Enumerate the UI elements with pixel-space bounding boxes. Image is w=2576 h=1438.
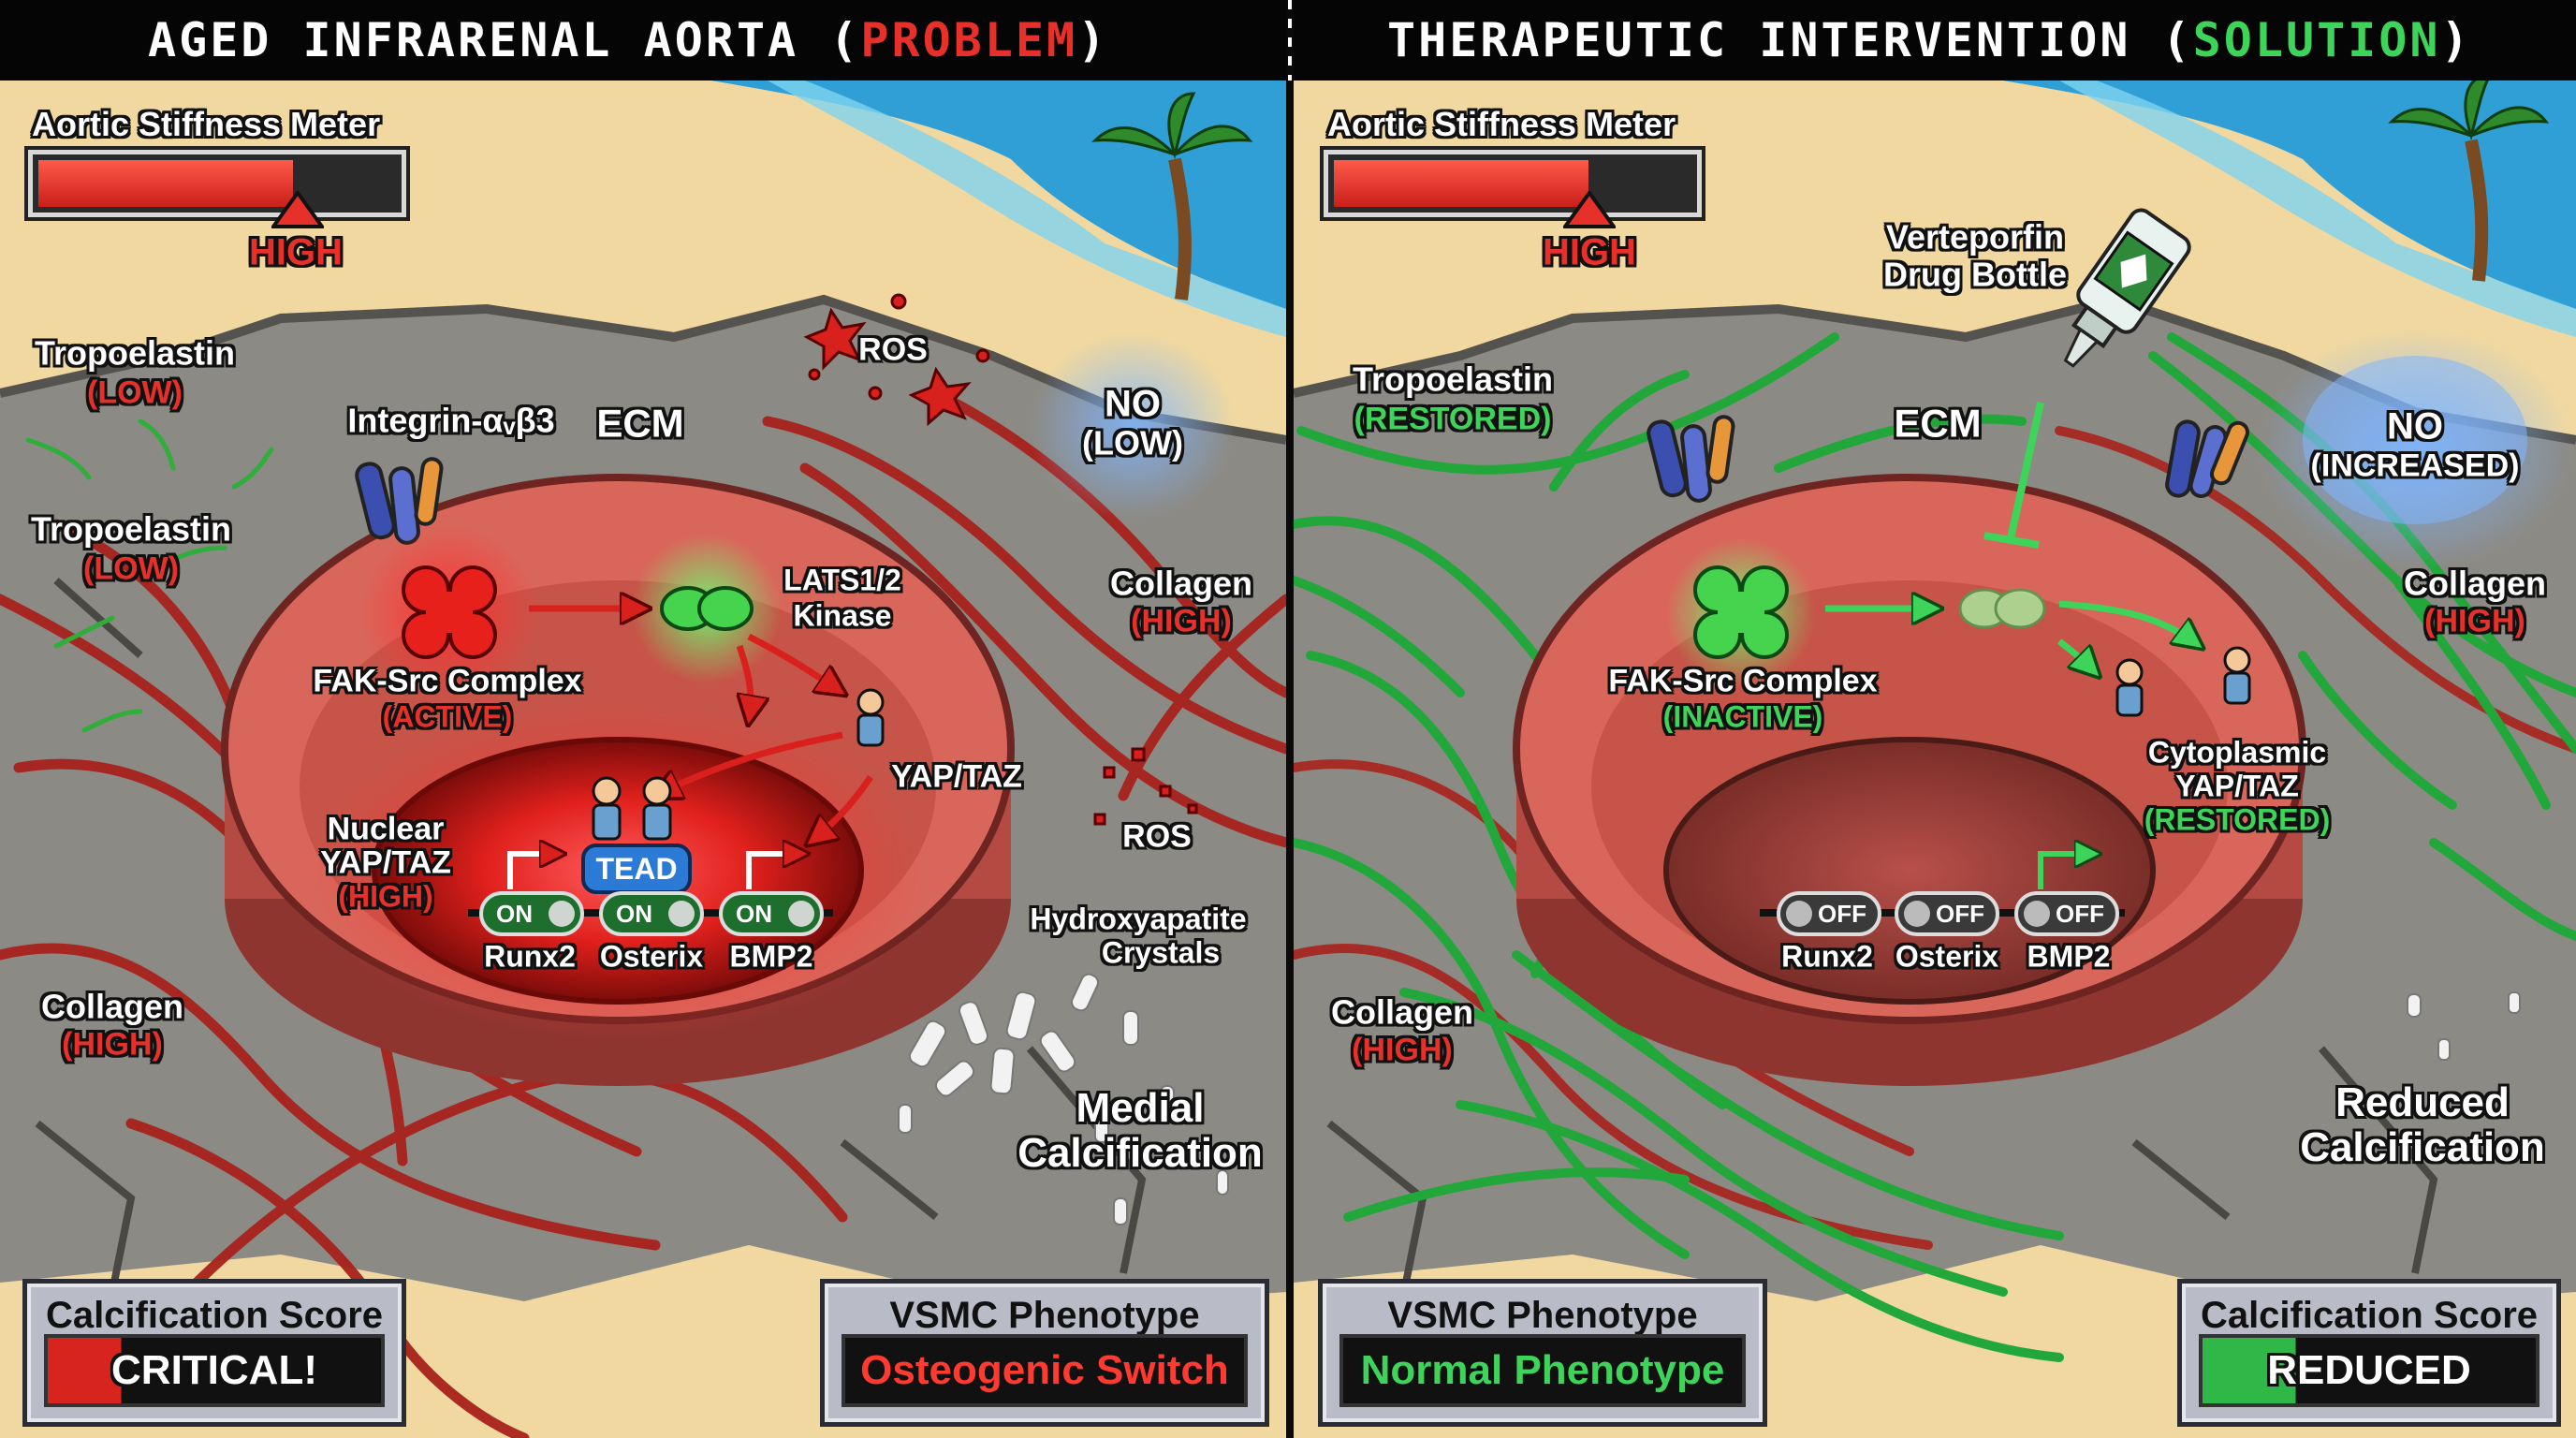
left-scene: [0, 81, 1286, 1438]
right-no-label: NO: [2387, 405, 2443, 448]
reduced-calcification-label-1: Reduced: [2335, 1079, 2510, 1126]
right-collagen-right-state: (HIGH): [2424, 603, 2525, 639]
palm-tree-left: [1091, 92, 1253, 301]
left-tropoelastin-1-state: (LOW): [87, 374, 183, 411]
right-collagen-left-state: (HIGH): [1352, 1032, 1453, 1068]
cytoplasmic-state: (RESTORED): [2144, 802, 2331, 837]
left-tropoelastin-2-label: Tropoelastin: [30, 509, 232, 549]
right-bmp2-toggle: OFF: [2014, 891, 2119, 936]
right-runx2-toggle: OFF: [1777, 891, 1881, 936]
left-tropoelastin-1-label: Tropoelastin: [34, 333, 236, 373]
right-score-value: REDUCED: [2267, 1347, 2471, 1393]
left-vsmc-phenotype-panel: VSMC Phenotype Osteogenic Switch: [820, 1279, 1269, 1427]
left-lats-label-1: LATS1/2: [783, 563, 901, 597]
left-runx2-label: Runx2: [484, 939, 576, 974]
right-tropoelastin-label: Tropoelastin: [1352, 360, 1554, 399]
left-tropoelastin-2-state: (LOW): [83, 550, 179, 587]
left-no-label: NO: [1105, 383, 1161, 425]
cytoplasmic-label-2: YAP/TAZ: [2175, 769, 2299, 803]
palm-tree-right: [2388, 81, 2550, 282]
right-osterix-toggle: OFF: [1895, 891, 1999, 936]
left-calcification-score-panel: Calcification Score CRITICAL!: [22, 1279, 406, 1427]
right-scene: [1294, 81, 2576, 1438]
left-title: AGED INFRARENAL AORTA (PROBLEM): [148, 13, 1109, 67]
left-integrin-label: Integrin-αᵥβ3: [347, 401, 555, 440]
right-vsmc-phenotype-panel: VSMC Phenotype Normal Phenotype: [1318, 1279, 1767, 1427]
drug-bottle: [2063, 208, 2191, 368]
right-stiffness-meter: [1324, 150, 1702, 217]
left-nuclear-state: (HIGH): [338, 879, 433, 914]
right-fak-state: (INACTIVE): [1662, 699, 1823, 734]
left-meter-pointer-icon: [271, 191, 324, 228]
right-stiffness-meter-title: Aortic Stiffness Meter: [1327, 105, 1676, 143]
left-yaptaz-label: YAP/TAZ: [891, 758, 1022, 795]
right-runx2-label: Runx2: [1781, 939, 1873, 974]
tead-box: TEAD: [581, 844, 692, 894]
left-collagen-right-state: (HIGH): [1131, 603, 1232, 639]
left-ecm-label: ECM: [596, 401, 684, 446]
right-phenotype-value: Normal Phenotype: [1339, 1334, 1746, 1407]
left-runx2-toggle: ON: [479, 891, 584, 936]
left-stiffness-meter: [28, 150, 406, 217]
left-phenotype-value: Osteogenic Switch: [842, 1334, 1248, 1407]
right-phenotype-title: VSMC Phenotype: [1387, 1295, 1698, 1336]
left-nuclear-label-2: YAP/TAZ: [320, 844, 451, 881]
hydroxyapatite-label-1: Hydroxyapatite: [1030, 902, 1247, 936]
medial-calcification-label-1: Medial: [1076, 1085, 1205, 1132]
medial-calcification-label-2: Calcification: [1017, 1130, 1263, 1177]
cytoplasmic-label-1: Cytoplasmic: [2147, 735, 2327, 770]
left-score-title: Calcification Score: [45, 1295, 384, 1336]
right-title: THERAPEUTIC INTERVENTION (SOLUTION): [1387, 13, 2472, 67]
left-score-value: CRITICAL!: [111, 1347, 317, 1393]
right-fak-label: FAK-Src Complex: [1608, 663, 1878, 699]
hydroxyapatite-label-2: Crystals: [1101, 935, 1221, 970]
left-ros-right-label: ROS: [1122, 818, 1192, 855]
left-collagen-left-state: (HIGH): [62, 1026, 163, 1063]
left-meter-level: HIGH: [249, 231, 343, 273]
right-calcification-score-panel: Calcification Score REDUCED: [2177, 1279, 2561, 1427]
left-ros-top-label: ROS: [858, 331, 928, 368]
right-stiffness-meter-fill: [1334, 160, 1588, 207]
right-no-state: (INCREASED): [2310, 448, 2520, 484]
drug-label-1: Verteporfin: [1885, 217, 2065, 257]
left-osterix-label: Osterix: [599, 939, 704, 974]
left-bmp2-toggle: ON: [719, 891, 824, 936]
right-meter-pointer-icon: [1563, 191, 1616, 228]
right-tropoelastin-state: (RESTORED): [1354, 401, 1552, 437]
right-meter-level: HIGH: [1543, 231, 1636, 273]
right-collagen-right-label: Collagen: [2403, 564, 2547, 603]
right-collagen-left-label: Collagen: [1330, 992, 1474, 1032]
left-no-state: (LOW): [1082, 423, 1183, 462]
left-phenotype-title: VSMC Phenotype: [889, 1295, 1200, 1336]
left-collagen-left-label: Collagen: [40, 987, 184, 1026]
reduced-calcification-label-2: Calcification: [2300, 1124, 2545, 1171]
left-bmp2-label: BMP2: [729, 939, 813, 974]
left-stiffness-meter-fill: [38, 160, 293, 207]
right-ecm-label: ECM: [1894, 401, 1982, 446]
right-bmp2-label: BMP2: [2027, 939, 2111, 974]
left-fak-state: (ACTIVE): [382, 699, 513, 734]
left-nuclear-label-1: Nuclear: [327, 811, 445, 847]
left-lats-label-2: Kinase: [793, 598, 892, 633]
right-osterix-label: Osterix: [1895, 939, 1999, 974]
left-collagen-right-label: Collagen: [1109, 564, 1253, 603]
left-fak-label: FAK-Src Complex: [313, 663, 582, 699]
right-score-title: Calcification Score: [2200, 1295, 2539, 1336]
drug-label-2: Drug Bottle: [1883, 255, 2067, 294]
left-osterix-toggle: ON: [599, 891, 704, 936]
left-stiffness-meter-title: Aortic Stiffness Meter: [32, 105, 381, 143]
